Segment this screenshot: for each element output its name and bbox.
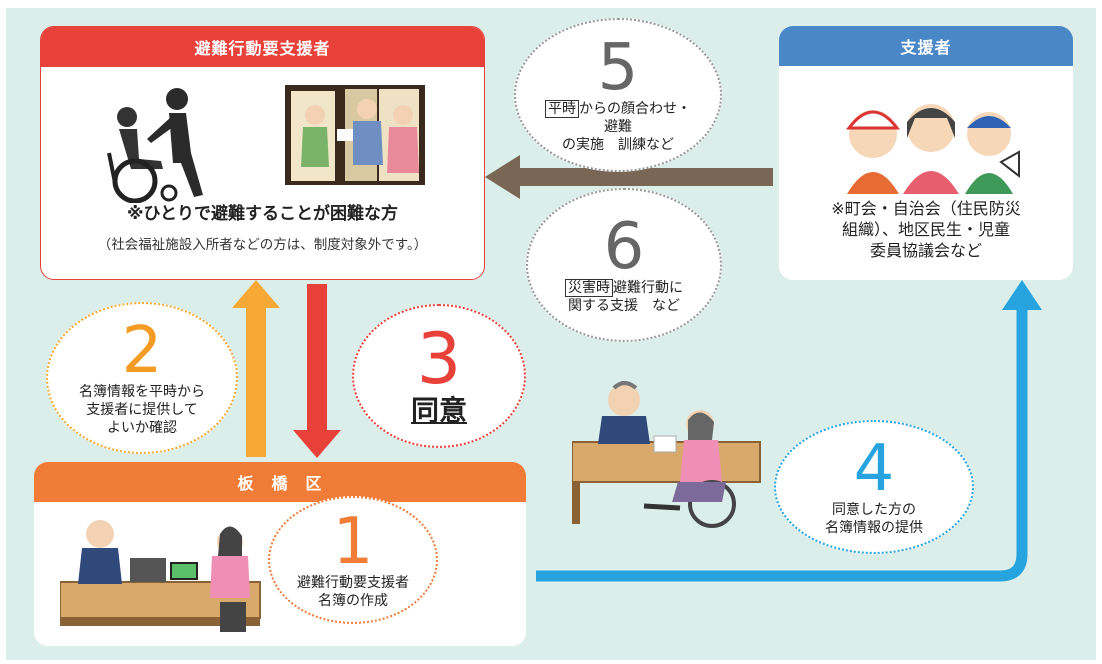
step-6-keyword: 災害時 <box>565 279 613 297</box>
supporter-title: 支援者 <box>779 26 1073 66</box>
step-1-circle: 1 避難行動要支援者 名簿の作成 <box>268 496 438 624</box>
supporter-box: 支援者 ※町会・自治会（住民防災 組織）、地区民生・児童 委員協議会など <box>779 26 1073 280</box>
step-3-label: 同意 <box>410 394 467 427</box>
step-6-number: 6 <box>603 210 645 284</box>
step-5-text: 平時からの顔合わせ・ 避難 の実施 訓練など <box>545 100 691 154</box>
step-5-circle: 5 平時からの顔合わせ・ 避難 の実施 訓練など <box>514 18 722 172</box>
support-recipient-box: 避難行動要支援者 ※ひとりで避難することが困難な方 （社会 <box>40 26 485 280</box>
support-recipient-title: 避難行動要支援者 <box>41 27 484 67</box>
step-2-circle: 2 名簿情報を平時から 支援者に提供して よいか確認 <box>46 302 238 454</box>
step-2-text: 名簿情報を平時から 支援者に提供して よいか確認 <box>79 384 205 436</box>
step-5-number: 5 <box>597 31 639 105</box>
support-recipient-note: （社会福祉施設入所者などの方は、制度対象外です。） <box>97 237 428 253</box>
step-1-number: 1 <box>332 505 374 579</box>
arrow-person-to-ward <box>293 284 341 458</box>
supporter-description: ※町会・自治会（住民防災 組織）、地区民生・児童 委員協議会など <box>831 199 1021 260</box>
step-3-circle: 3 同意 <box>352 304 526 448</box>
step-6-circle: 6 災害時避難行動に 関する支援 など <box>526 188 722 342</box>
supporters-illustration <box>845 104 1020 194</box>
ward-office-desk-illustration <box>60 520 261 632</box>
wheelchair-pictogram <box>107 88 203 203</box>
step-5-keyword: 平時 <box>545 100 579 118</box>
step-4-text: 同意した方の 名簿情報の提供 <box>825 502 923 536</box>
step-4-number: 4 <box>853 432 895 506</box>
step-1-text: 避難行動要支援者 名簿の作成 <box>297 575 409 609</box>
step-2-number: 2 <box>121 314 163 388</box>
arrow-ward-to-supporter <box>536 280 1042 582</box>
arrow-supporter-to-person <box>485 155 773 199</box>
home-visit-illustration <box>285 85 425 185</box>
step-4-circle: 4 同意した方の 名簿情報の提供 <box>774 420 974 554</box>
consent-reception-illustration <box>572 381 761 528</box>
step-6-text: 災害時避難行動に 関する支援 など <box>565 279 683 315</box>
step-3-number: 3 <box>416 318 462 400</box>
arrow-ward-to-person <box>232 280 280 457</box>
itabashi-ward-title: 板 橋 区 <box>34 462 526 502</box>
support-recipient-main-text: ※ひとりで避難することが困難な方 <box>126 204 399 224</box>
